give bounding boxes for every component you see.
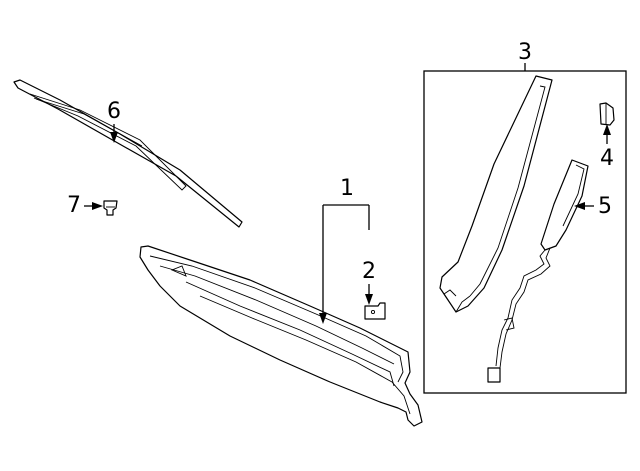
callout-5: 5	[598, 194, 612, 219]
part-5-light-assembly	[487, 159, 589, 383]
part-4-clip	[599, 102, 615, 126]
callout-4: 4	[600, 146, 614, 171]
part-3-applique	[439, 75, 553, 313]
part-7-clip	[103, 200, 118, 216]
callout-6: 6	[107, 99, 121, 124]
leader-lines	[84, 63, 611, 324]
part-1-rocker-molding	[139, 245, 423, 427]
callout-7: 7	[67, 193, 81, 218]
part-6-molding	[13, 79, 243, 228]
callout-3: 3	[518, 40, 532, 65]
callout-2: 2	[362, 259, 376, 284]
part-2-retainer	[364, 302, 386, 320]
callout-1: 1	[340, 176, 354, 201]
